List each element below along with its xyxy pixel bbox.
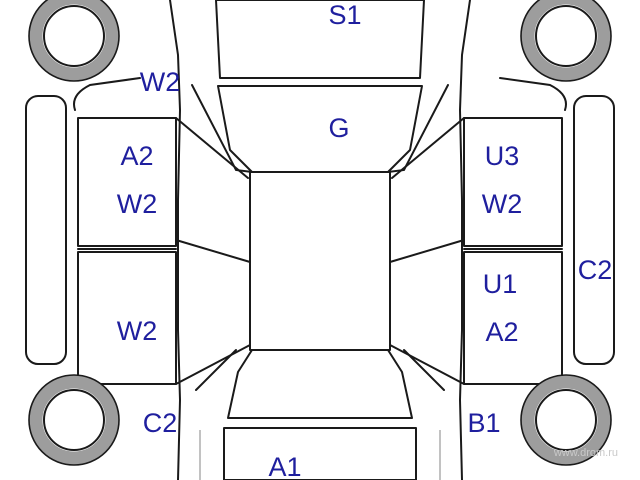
roof-panel[interactable] bbox=[249, 171, 391, 351]
right-mid-window-line bbox=[389, 239, 465, 263]
wheel-front-right bbox=[520, 0, 612, 82]
wheel-rear-right bbox=[520, 374, 612, 466]
label-front-right-door-2: W2 bbox=[482, 189, 523, 219]
windshield-panel[interactable] bbox=[217, 85, 423, 173]
rear-left-door[interactable] bbox=[77, 251, 177, 385]
label-rear-right-door-1: U1 bbox=[483, 269, 518, 299]
left-mid-window-line bbox=[175, 239, 251, 263]
roof-front-panel[interactable] bbox=[215, 0, 425, 79]
rear-panel[interactable] bbox=[223, 427, 417, 480]
a-pillar-right bbox=[387, 84, 449, 173]
rear-right-door[interactable] bbox=[463, 251, 563, 385]
label-front-left-door-2: W2 bbox=[117, 189, 158, 219]
right-rear-window-line bbox=[389, 344, 465, 385]
label-right-rear-fender: B1 bbox=[467, 408, 500, 438]
label-rear-left-door-1: W2 bbox=[117, 316, 158, 346]
wheel-rear-left bbox=[28, 374, 120, 466]
body-outline-left bbox=[169, 0, 182, 480]
left-rear-window-line bbox=[175, 344, 251, 385]
watermark-text: www.drom.ru bbox=[553, 447, 618, 459]
label-rear-panel: A1 bbox=[268, 452, 301, 480]
label-left-front-fender: W2 bbox=[140, 67, 181, 97]
right-sill[interactable] bbox=[573, 95, 615, 365]
front-bumper-curve-left bbox=[73, 77, 141, 111]
rear-window-panel[interactable] bbox=[227, 349, 413, 419]
right-front-window-line bbox=[391, 117, 465, 179]
label-windshield: G bbox=[328, 113, 349, 143]
a-pillar-left bbox=[191, 84, 253, 173]
left-sill[interactable] bbox=[25, 95, 67, 365]
label-rear-right-door-2: A2 bbox=[485, 317, 518, 347]
label-front-right-door-1: U3 bbox=[485, 141, 520, 171]
left-front-window-line bbox=[175, 117, 249, 179]
body-outline-right bbox=[458, 0, 471, 480]
label-front-left-door-1: A2 bbox=[120, 141, 153, 171]
wheel-front-left bbox=[28, 0, 120, 82]
front-bumper-curve-right bbox=[499, 77, 567, 111]
label-left-rear-fender: C2 bbox=[143, 408, 178, 438]
front-left-door[interactable] bbox=[77, 117, 177, 247]
front-right-door[interactable] bbox=[463, 117, 563, 247]
label-right-sill: C2 bbox=[578, 255, 613, 285]
label-roof-front: S1 bbox=[328, 0, 361, 30]
